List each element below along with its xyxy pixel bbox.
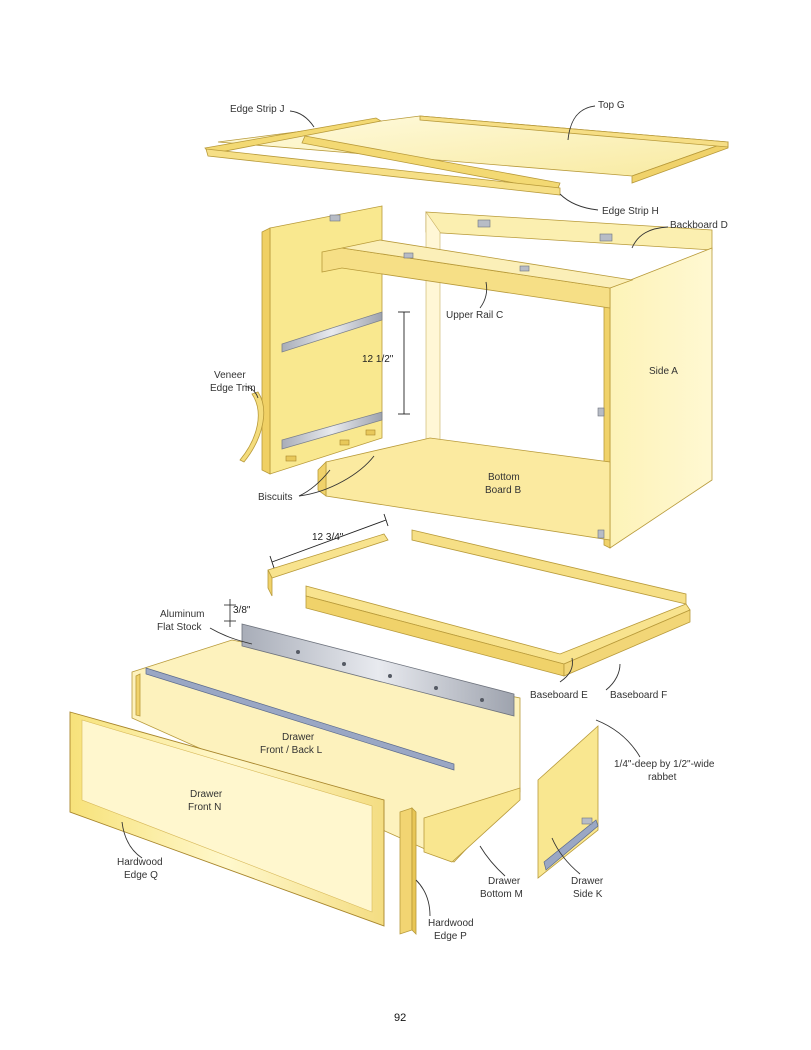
label-upper-rail-c: Upper Rail C xyxy=(446,310,503,321)
label-baseboard-e: Baseboard E xyxy=(530,690,588,701)
label-drawer-bottom-m-2: Bottom M xyxy=(480,889,523,900)
label-bottom-board-b-2: Board B xyxy=(485,485,521,496)
upper-rail-c xyxy=(321,239,634,309)
base-width-dimension-line xyxy=(269,513,389,569)
label-baseboard-f: Baseboard F xyxy=(610,690,667,701)
drawer-slide-channel xyxy=(145,667,455,771)
label-rabbet-2: rabbet xyxy=(648,772,677,783)
label-hardwood-edge-p-1: Hardwood xyxy=(428,918,474,929)
label-edge-strip-h: Edge Strip H xyxy=(602,206,659,217)
drawer-bottom-m xyxy=(423,787,521,863)
label-hardwood-edge-q-2: Edge Q xyxy=(124,870,158,881)
label-hardwood-edge-p-2: Edge P xyxy=(434,931,467,942)
left-panel-brackets xyxy=(285,214,376,462)
side-a-panel xyxy=(603,247,713,549)
top-g-panel xyxy=(217,115,729,184)
label-drawer-bottom-m-1: Drawer xyxy=(488,876,521,887)
label-drawer-front-back-1: Drawer xyxy=(282,732,315,743)
left-drawer-slides xyxy=(281,311,383,450)
drawer-front-n xyxy=(69,711,385,927)
label-top-g: Top G xyxy=(598,100,625,111)
label-backboard-d: Backboard D xyxy=(670,220,728,231)
label-drawer-front-n-1: Drawer xyxy=(190,789,223,800)
slide-spacing-dimension-line xyxy=(398,311,410,415)
drawer-side-k xyxy=(537,725,599,879)
label-veneer-edge-trim-1: Veneer xyxy=(214,370,246,381)
leader-lines xyxy=(121,105,669,917)
left-side-panel xyxy=(261,205,383,475)
dim-base-width: 12 3/4" xyxy=(312,532,344,543)
label-biscuits: Biscuits xyxy=(258,492,292,503)
bottom-board-b xyxy=(317,437,611,541)
baseboard-f xyxy=(305,585,691,677)
label-edge-strip-j: Edge Strip J xyxy=(230,104,284,115)
label-drawer-side-k-2: Side K xyxy=(573,889,603,900)
edge-strip-h xyxy=(205,135,561,196)
label-veneer-edge-trim-2: Edge Trim xyxy=(210,383,256,394)
dim-strip-offset: 3/8" xyxy=(233,605,251,616)
dim-slide-spacing: 12 1/2" xyxy=(362,354,394,365)
label-drawer-front-back-2: Front / Back L xyxy=(260,745,323,756)
label-drawer-front-n-2: Front N xyxy=(188,802,221,813)
aluminum-flat-stock xyxy=(241,623,515,717)
veneer-edge-trim-strip xyxy=(239,391,265,463)
label-hardwood-edge-q-1: Hardwood xyxy=(117,857,163,868)
label-aluminum-1: Aluminum xyxy=(160,609,204,620)
label-bottom-board-b-1: Bottom xyxy=(488,472,520,483)
label-drawer-side-k-1: Drawer xyxy=(571,876,604,887)
label-aluminum-2: Flat Stock xyxy=(157,622,202,633)
label-rabbet-1: 1/4"-deep by 1/2"-wide xyxy=(614,759,715,770)
label-side-a: Side A xyxy=(649,366,678,377)
strip-offset-dimension-line xyxy=(224,599,236,627)
carcass-brackets xyxy=(403,219,613,539)
hardwood-edge-p xyxy=(399,807,417,935)
page-number: 92 xyxy=(394,1012,406,1024)
